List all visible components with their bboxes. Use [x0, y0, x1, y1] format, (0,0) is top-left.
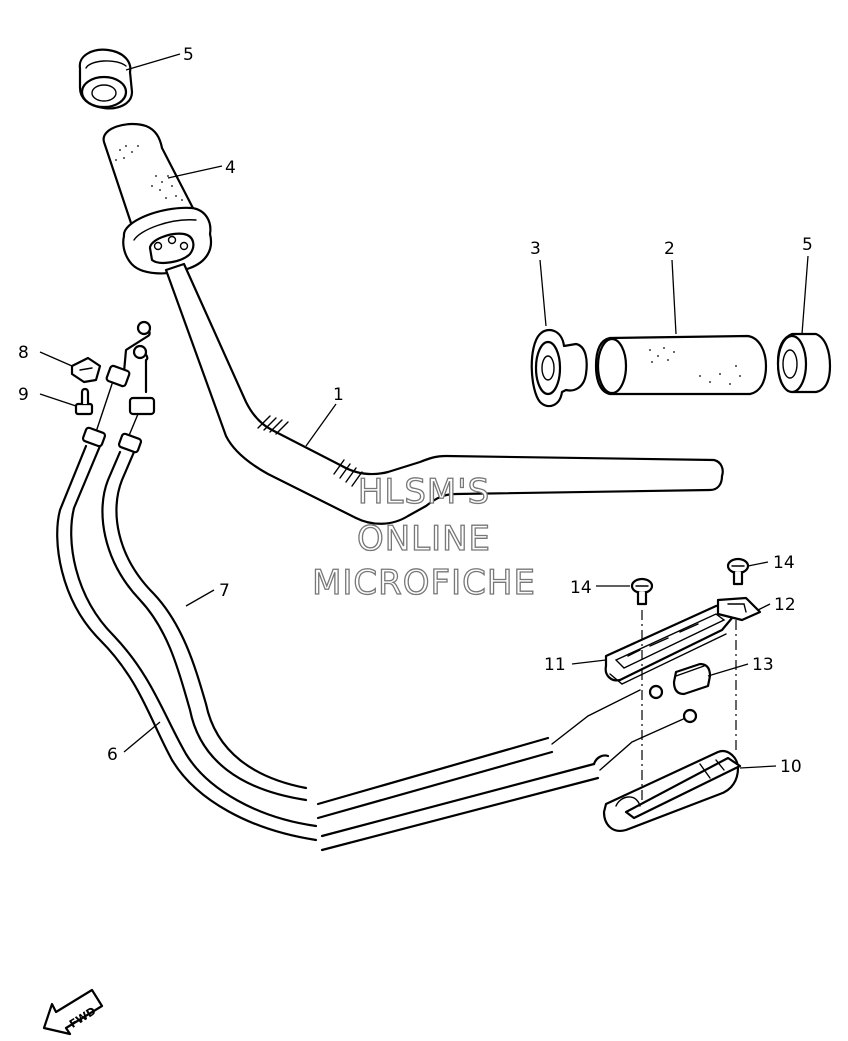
callout-3: 3	[530, 239, 541, 259]
screw-right[interactable]	[726, 557, 750, 586]
callout-8: 8	[18, 343, 29, 363]
switch-knob[interactable]	[672, 662, 712, 696]
callout-5-right: 5	[802, 235, 813, 255]
handlebar-grip[interactable]	[594, 334, 768, 396]
callout-10: 10	[780, 757, 802, 777]
callout-2: 2	[664, 239, 675, 259]
screw-left[interactable]	[630, 577, 654, 606]
leader-lines	[39, 53, 809, 769]
callout-7: 7	[219, 581, 230, 601]
callout-14-right: 14	[773, 553, 795, 573]
callout-11: 11	[544, 655, 566, 675]
callout-5-top: 5	[183, 45, 194, 65]
grip-collar[interactable]	[530, 328, 588, 408]
grip-end-cap-top[interactable]	[78, 48, 134, 110]
callout-13: 13	[752, 655, 774, 675]
switch-housing-bottom[interactable]	[602, 750, 742, 832]
switch-plate[interactable]	[716, 596, 762, 622]
callout-14-left: 14	[570, 578, 592, 598]
throttle-cable-7[interactable]	[101, 344, 664, 820]
callout-4: 4	[225, 158, 236, 178]
handlebar[interactable]	[164, 262, 724, 525]
cable-clip[interactable]	[70, 356, 102, 384]
watermark-line-2: ONLINE	[357, 519, 491, 559]
throttle-grip[interactable]	[102, 122, 213, 275]
callout-9: 9	[18, 385, 29, 405]
grip-end-cap-right[interactable]	[776, 332, 832, 394]
clip-bolt[interactable]	[74, 387, 94, 416]
watermark-line-1: HLSM'S	[358, 472, 490, 512]
callout-12: 12	[774, 595, 796, 615]
fwd-arrow-icon	[42, 988, 104, 1036]
callout-1: 1	[333, 385, 344, 405]
callout-6: 6	[107, 745, 118, 765]
watermark-line-3: MICROFICHE	[312, 563, 536, 603]
switch-housing-top[interactable]	[604, 604, 734, 685]
